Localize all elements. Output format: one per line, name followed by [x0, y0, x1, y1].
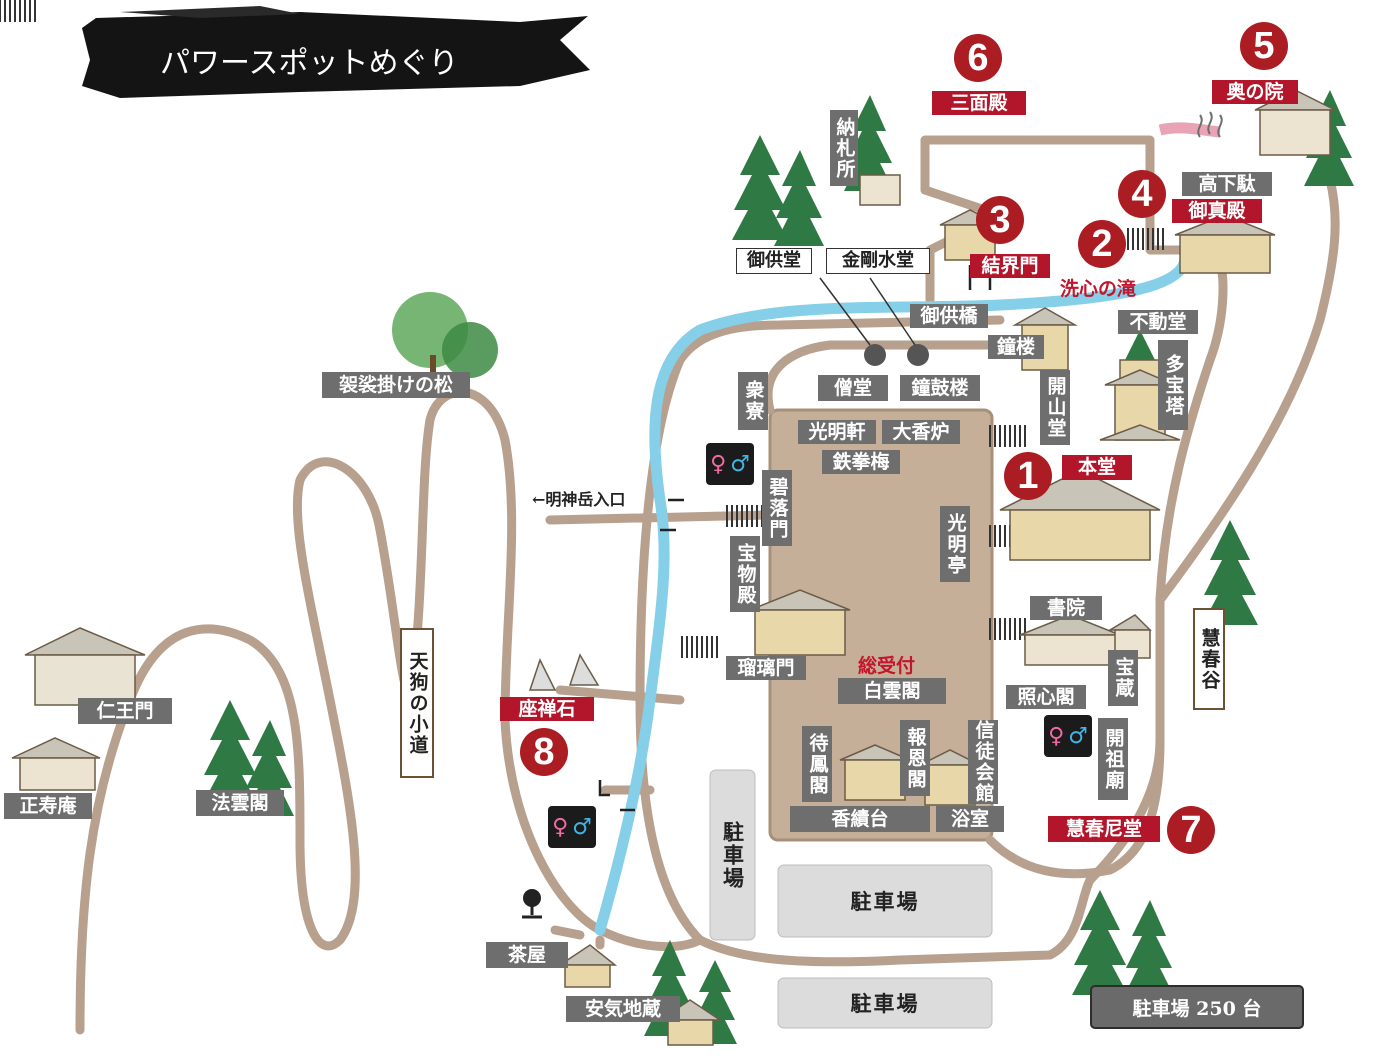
label-niomon: 仁王門 [78, 698, 172, 724]
parking-250[interactable]: 駐車場 250 台 [1090, 985, 1304, 1029]
label-kaisobyo: 開祖廟 [1098, 718, 1128, 800]
label-myojin-entrance[interactable]: ←明神岳入口 [532, 490, 626, 509]
spot-label-kekkaimon[interactable]: 結界門 [970, 254, 1050, 278]
spot-label-senshin-waterfall[interactable]: 洗心の滝 [1060, 278, 1137, 300]
label-hekirakumon: 碧落門 [762, 470, 792, 546]
label-hozo: 宝蔵 [1108, 650, 1138, 706]
label-kogeta: 高下駄 [1182, 172, 1272, 196]
label-tengu-path: 天狗の小道 [400, 628, 434, 778]
label-anki-jizo: 安気地蔵 [566, 996, 680, 1022]
label-taihokaku: 待鳳閣 [802, 726, 832, 802]
spot-label-okunoin[interactable]: 奥の院 [1212, 80, 1298, 104]
label-yokushitsu: 浴室 [936, 806, 1004, 832]
label-chaya: 茶屋 [486, 942, 568, 968]
label-shuryo: 衆寮 [738, 372, 768, 430]
spot-number-7[interactable]: 7 [1167, 806, 1215, 854]
label-fudodo: 不動堂 [1118, 310, 1198, 334]
label-tahoto: 多宝塔 [1158, 340, 1188, 430]
label-shoin: 書院 [1030, 596, 1102, 620]
label-shojuan: 正寿庵 [4, 793, 92, 819]
label-hakuunkaku: 白雲閣 [838, 678, 946, 704]
label-shoshinkaku: 照心閣 [1006, 685, 1086, 709]
spot-label-sanmenden[interactable]: 三面殿 [932, 91, 1026, 115]
label-tekkenbai: 鉄拳梅 [822, 450, 900, 474]
label-kesakake-pine: 袈裟掛けの松 [322, 372, 470, 398]
label-kaisando: 開山堂 [1040, 370, 1070, 445]
spot-number-6[interactable]: 6 [954, 34, 1002, 82]
label-hoonkaku: 報恩閣 [900, 720, 930, 796]
label-homotsuden: 宝物殿 [730, 536, 760, 612]
label-nosatsujo: 納札所 [830, 110, 858, 186]
spot-label-hondo[interactable]: 本堂 [1062, 455, 1132, 480]
label-shoro: 鐘楼 [988, 335, 1044, 359]
stream [594, 254, 1191, 936]
label-komyotei: 光明亭 [940, 506, 970, 582]
spot-number-8[interactable]: 8 [520, 728, 568, 776]
spot-label-goshinden[interactable]: 御真殿 [1172, 199, 1262, 223]
label-shokoro: 鐘鼓楼 [900, 375, 980, 401]
waterfall-icon [1197, 111, 1223, 138]
label-komyoken: 光明軒 [798, 420, 876, 444]
label-sodo: 僧堂 [818, 375, 888, 401]
parking-main[interactable]: 駐車場 [850, 889, 920, 914]
spot-number-3[interactable]: 3 [976, 196, 1024, 244]
spot-number-4[interactable]: 4 [1118, 170, 1166, 218]
label-gokyodo: 御供堂 [736, 248, 812, 274]
walking-paths [75, 135, 1340, 1035]
label-sou-uketsuke[interactable]: 総受付 [858, 655, 916, 677]
parking-vertical[interactable]: 駐車場 [720, 820, 746, 890]
spot-number-2[interactable]: 2 [1078, 220, 1126, 268]
tea-house-sign-icon [522, 889, 542, 919]
spot-label-zazenseki[interactable]: 座禅石 [500, 697, 594, 721]
brush-banner-icon [82, 12, 590, 98]
toilet-icon: ♀♂ [1044, 715, 1092, 757]
parking-bottom[interactable]: 駐車場 [850, 991, 920, 1016]
label-rurimon: 瑠璃門 [726, 656, 806, 680]
building-icon [11, 89, 1336, 1046]
toilet-icon: ♀♂ [706, 443, 754, 485]
spot-number-5[interactable]: 5 [1240, 22, 1288, 70]
label-kozokudai: 香績台 [790, 806, 930, 832]
spot-number-1[interactable]: 1 [1004, 452, 1052, 500]
map-title: パワースポットめぐり [160, 46, 459, 81]
label-eshundani: 慧春谷 [1193, 608, 1225, 710]
label-gokyobashi: 御供橋 [910, 304, 988, 328]
label-kongosuido: 金剛水堂 [826, 248, 930, 274]
label-houunkaku: 法雲閣 [196, 790, 284, 816]
bridge-hatch [0, 0, 1164, 659]
toilet-icon: ♀♂ [548, 806, 596, 848]
label-daikoro: 大香炉 [882, 420, 960, 444]
label-shintokaikan: 信徒会館 [968, 720, 998, 804]
spot-label-eshunnido[interactable]: 慧春尼堂 [1048, 816, 1160, 842]
